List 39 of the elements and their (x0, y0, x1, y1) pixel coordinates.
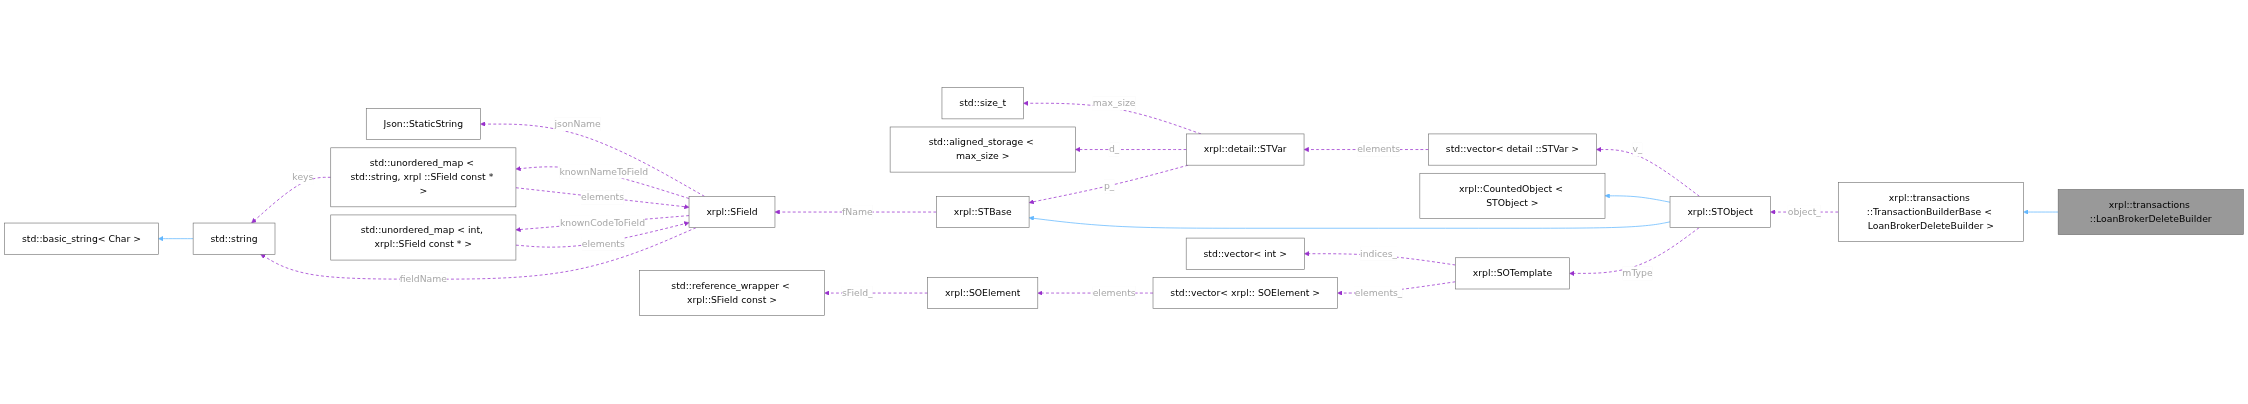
node-box: std::basic_string< Char > (4, 223, 159, 255)
node-box: std::vector< detail ::STVar > (1428, 134, 1597, 166)
node-box: std::unordered_map < std::string, xrpl ::SField const * > (330, 147, 517, 208)
edge-label: knownCodeToField (559, 217, 646, 229)
edge-label: elements (1357, 144, 1401, 156)
edge-label: elements (1092, 287, 1136, 299)
edge-label: elements (581, 238, 625, 250)
node-box: xrpl::CountedObject < STObject > (1419, 173, 1606, 220)
node-box: xrpl::SOElement (927, 277, 1039, 310)
node-box: xrpl::transactions ::LoanBrokerDeleteBuilder (2057, 189, 2244, 236)
edge-label: object_ (1787, 206, 1821, 218)
node-box: xrpl::detail::STVar (1186, 134, 1305, 166)
node-box: std::vector< int > (1185, 238, 1305, 270)
edge-label: jsonName (554, 118, 601, 130)
edge-label: max_size (1092, 97, 1136, 109)
edge-label: mType (1622, 267, 1653, 279)
edge-label: elements_ (1354, 287, 1403, 299)
edge-label: elements (580, 192, 624, 204)
node-box: std::string (192, 223, 276, 255)
edge-label: d_ (1108, 144, 1120, 156)
node-box: std::vector< xrpl:: SOElement > (1152, 277, 1338, 310)
edge-label: v_ (1632, 144, 1643, 156)
edge-label: fName (842, 206, 873, 218)
edge-label: sField_ (841, 287, 873, 299)
edge-label: fieldName (399, 273, 447, 285)
node-box: xrpl::transactions ::TransactionBuilderBase < LoanBrokerDeleteBuilder > (1838, 182, 2024, 243)
node-box: xrpl::STBase (936, 196, 1030, 229)
node-box: xrpl::STObject (1669, 196, 1771, 229)
node-box: xrpl::SOTemplate (1455, 257, 1570, 290)
edge-label: knownNameToField (559, 166, 649, 178)
node-box: std::aligned_storage < max_size > (889, 127, 1076, 173)
node-box: std::reference_wrapper < xrpl::SField const > (639, 270, 825, 317)
node-box: std::size_t (941, 87, 1024, 120)
edge-label: p_ (1103, 181, 1115, 192)
node-box: xrpl::SField (688, 196, 776, 229)
edge-label: indices_ (1360, 248, 1398, 260)
node-box: std::unordered_map < int, xrpl::SField const * > (330, 215, 517, 261)
edge-label: keys (292, 171, 314, 183)
node-box: Json::StaticString (365, 108, 481, 141)
